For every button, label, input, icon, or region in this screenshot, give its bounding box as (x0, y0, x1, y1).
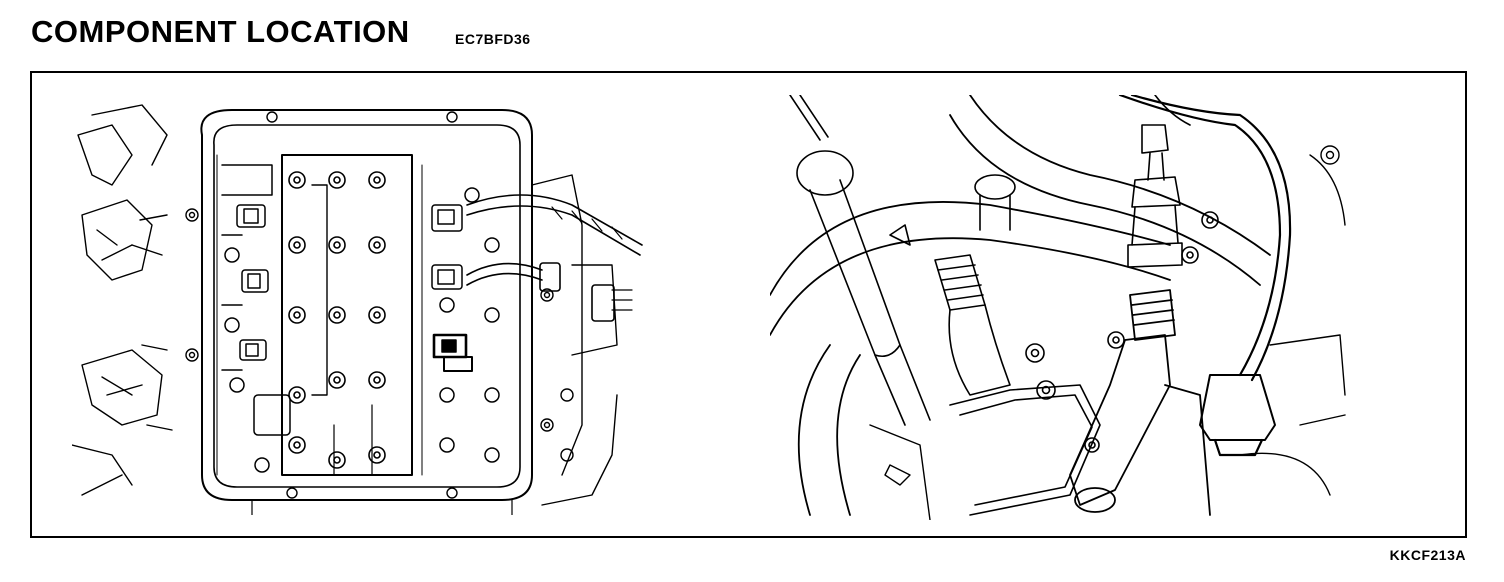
actuator-body (1069, 289, 1211, 516)
flange-bolts (185, 111, 554, 499)
document-code: EC7BFD36 (455, 31, 531, 47)
valve-body-illustration (72, 95, 672, 515)
lower-frame (869, 145, 1346, 520)
sensor-stack (1127, 95, 1219, 268)
control-rod (789, 95, 931, 426)
sensor-harness (1118, 95, 1292, 457)
figure-frame (30, 71, 1467, 538)
upper-fitting (889, 174, 1016, 246)
right-solenoids (421, 164, 500, 476)
valve-body-bolts (288, 171, 386, 469)
valve-body-plate (281, 154, 413, 476)
left-solenoids (216, 154, 291, 476)
left-bracket-lower (72, 344, 173, 496)
figure-reference-code: KKCF213A (1389, 547, 1466, 563)
transmission-case (531, 174, 618, 506)
mounting-bracket (949, 331, 1125, 516)
pan-flange (200, 109, 533, 501)
left-bracket-upper (77, 104, 168, 281)
hose-coupling (934, 254, 1011, 396)
wiring-harness (466, 194, 643, 322)
sensor-area-illustration (770, 95, 1350, 520)
page-title: COMPONENT LOCATION (31, 14, 410, 49)
